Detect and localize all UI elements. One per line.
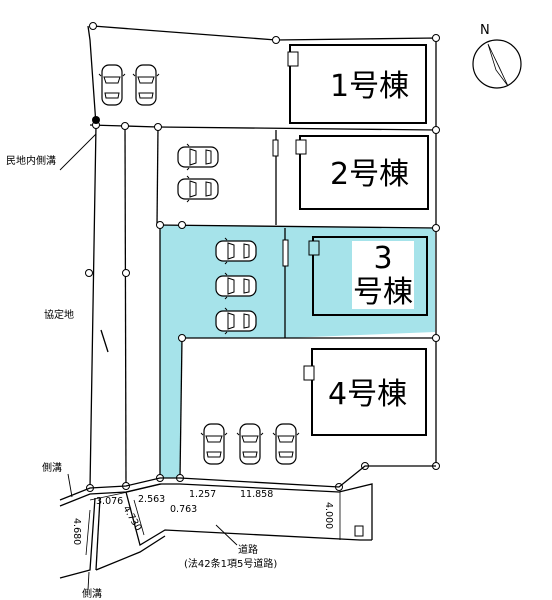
building-1-label: 1号棟 (330, 69, 409, 104)
car (98, 64, 126, 106)
car (272, 423, 300, 465)
side-gutter-bottom-label: 側溝 (82, 587, 102, 600)
car (132, 64, 160, 106)
road (59, 465, 436, 579)
building-3-label-line2: 号棟 (353, 275, 413, 310)
building-4: 4号棟 (303, 348, 427, 436)
parking-lot-3 (215, 237, 257, 335)
agreement-land-label: 協定地 (44, 308, 74, 321)
road-label: 道路 (238, 543, 258, 556)
building-1: 1号棟 (287, 44, 427, 124)
car (215, 272, 257, 300)
car (177, 175, 219, 203)
car (200, 423, 228, 465)
building-2: 2号棟 (295, 135, 429, 210)
compass: N (472, 23, 522, 89)
building-4-label: 4号棟 (328, 377, 407, 412)
building-2-label: 2号棟 (330, 157, 409, 192)
dimension-4000: 4.000 (323, 502, 334, 529)
dimension-2563: 2.563 (138, 494, 165, 505)
car (215, 237, 257, 265)
compass-north-label: N (480, 23, 490, 38)
marker-filled (92, 116, 100, 124)
dimension-11858: 11.858 (240, 489, 273, 500)
car (236, 423, 264, 465)
dimension-0763: 0.763 (170, 504, 197, 515)
dimension-3076: 3.076 (96, 496, 123, 507)
dimension-4730: 4.730 (120, 504, 143, 533)
parking-lot-4 (200, 423, 300, 465)
parking-lot-2 (177, 143, 219, 203)
building-3-label-line1: 3 (373, 241, 392, 276)
dimension-lines (85, 483, 341, 556)
parking-lot-1 (98, 64, 160, 106)
dimension-4680: 4.680 (71, 518, 82, 545)
car (215, 307, 257, 335)
driveway-marks (272, 139, 289, 267)
leader-lines (59, 133, 238, 591)
dimension-1257: 1.257 (189, 489, 216, 500)
private-gutter-label: 民地内側溝 (6, 154, 56, 167)
building-3: 3 号棟 (308, 236, 428, 316)
car (177, 143, 219, 171)
road-note-label: (法42条1項5号道路) (184, 557, 277, 570)
side-gutter-top-label: 側溝 (42, 461, 62, 474)
